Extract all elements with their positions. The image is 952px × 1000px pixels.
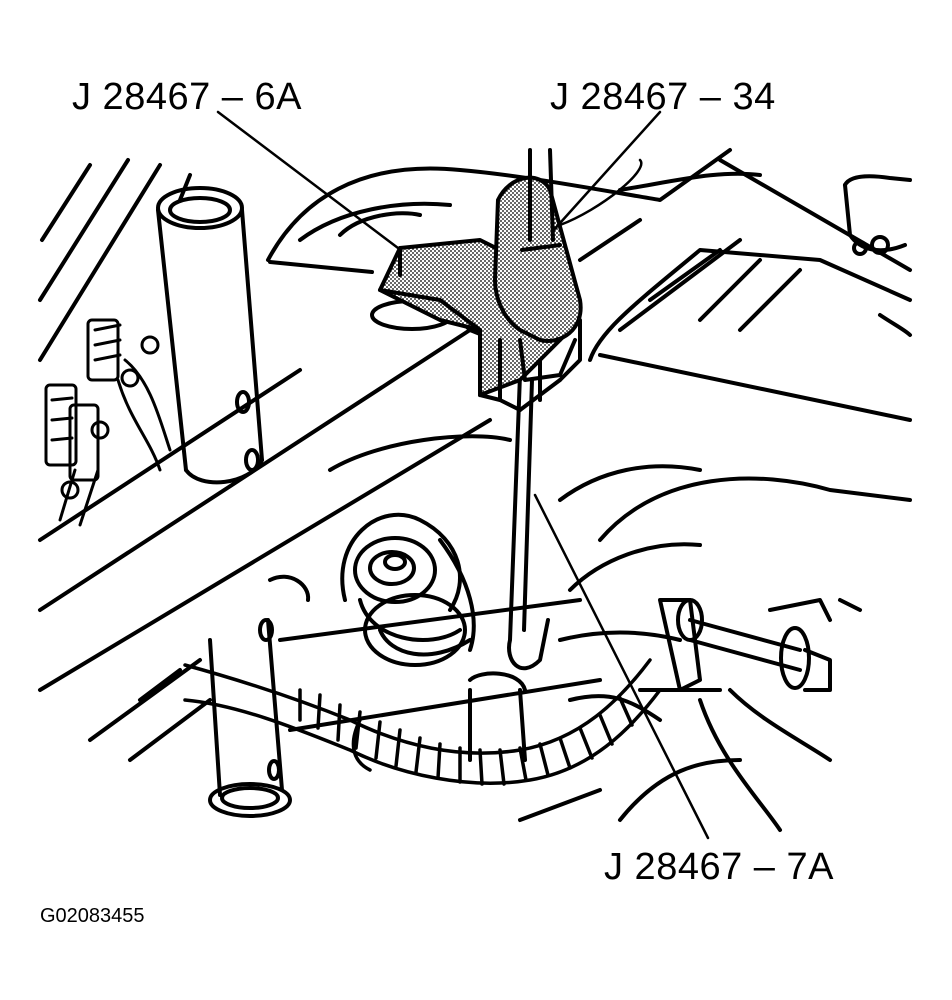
engine-block [88,434,912,822]
callout-tool-7a: J 28467 – 7A [604,846,834,888]
intake-manifold [266,148,912,422]
vertical-tube-upper [156,186,264,485]
figure-id: G02083455 [40,905,145,927]
left-engine-fins [38,158,302,542]
wiring-harness [183,658,662,786]
right-bracket [638,598,862,832]
vertical-tube-lower [208,574,311,818]
tool-34-hook [468,373,550,762]
leader-lines [216,110,710,840]
spark-plug-wires [44,318,172,527]
tool-34-handle [493,148,583,382]
callout-tool-6a: J 28467 – 6A [72,76,302,118]
oil-filler-cap [340,512,476,667]
callout-tool-34: J 28467 – 34 [550,76,776,118]
